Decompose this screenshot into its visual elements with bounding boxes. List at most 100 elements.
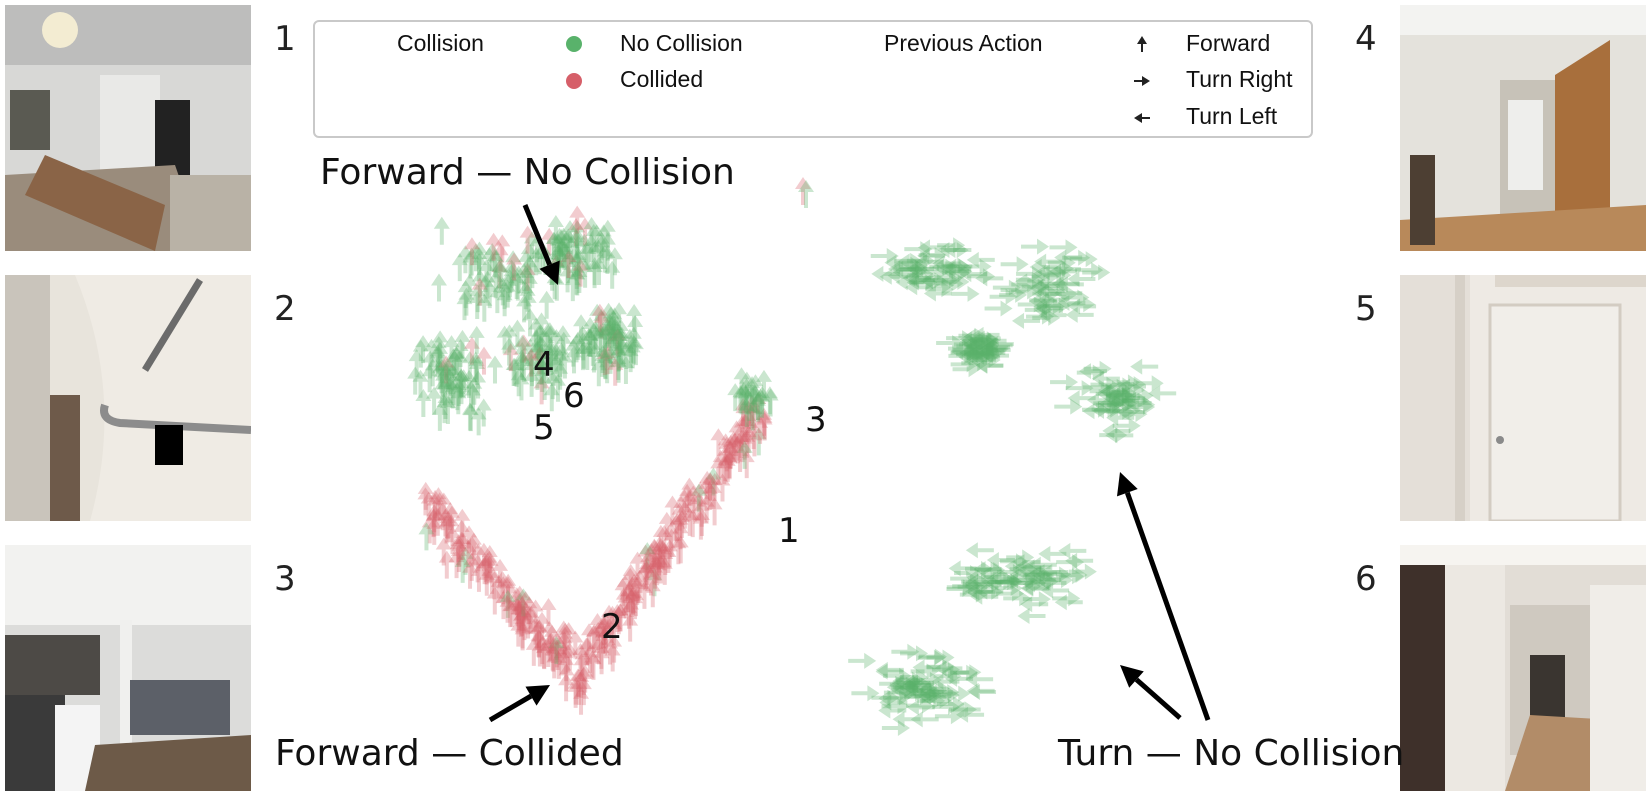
forward-point: [586, 257, 603, 286]
arrow-turn-right-cluster: [1116, 472, 1211, 721]
turn-point: [975, 343, 1004, 360]
turn-point: [936, 334, 965, 351]
turn-point: [879, 268, 908, 285]
turn-point: [886, 679, 915, 696]
forward-point: [521, 596, 538, 625]
turn-point: [1106, 403, 1135, 420]
arrow-forward-collided: [488, 685, 550, 723]
turn-point: [899, 685, 928, 702]
forward-point: [437, 508, 454, 537]
forward-point: [508, 270, 525, 299]
turn-point: [1117, 390, 1146, 407]
forward-point: [443, 514, 460, 543]
forward-point: [566, 345, 583, 374]
forward-point: [430, 487, 447, 516]
turn-point: [953, 664, 982, 681]
turn-point: [898, 259, 927, 276]
forward-point: [604, 332, 621, 361]
turn-point: [905, 269, 934, 286]
forward-point: [535, 640, 552, 669]
turn-point: [1049, 263, 1078, 280]
forward-point: [514, 622, 531, 651]
turn-point: [918, 688, 947, 705]
forward-point: [717, 452, 734, 481]
turn-point: [957, 578, 986, 595]
forward-point: [631, 569, 648, 598]
turn-left-arrow-icon: [1134, 113, 1150, 123]
forward-point: [465, 532, 482, 561]
forward-point: [581, 644, 598, 673]
turn-point: [1108, 384, 1137, 401]
turn-point: [931, 684, 960, 701]
forward-point: [706, 472, 723, 501]
forward-point: [530, 620, 547, 649]
forward-point: [601, 313, 618, 342]
turn-point: [1127, 398, 1156, 415]
forward-point: [438, 550, 455, 579]
forward-point: [586, 241, 603, 270]
forward-point: [716, 456, 733, 485]
turn-point: [1117, 378, 1146, 395]
annotation-forward-no-collision: Forward — No Collision: [320, 152, 735, 193]
forward-point: [558, 663, 575, 692]
forward-point: [559, 264, 576, 293]
forward-arrow-icon: [1137, 36, 1147, 52]
turn-point: [1056, 554, 1085, 571]
forward-point: [595, 224, 612, 253]
turn-point: [1032, 309, 1061, 326]
forward-point: [515, 598, 532, 627]
turn-point: [889, 676, 918, 693]
forward-point: [668, 514, 685, 543]
turn-point: [970, 335, 999, 352]
turn-point: [932, 255, 961, 272]
turn-point: [891, 643, 920, 660]
forward-point: [440, 366, 457, 395]
forward-point: [461, 369, 478, 398]
turn-point: [895, 274, 924, 291]
forward-point: [476, 346, 493, 375]
forward-point: [522, 308, 539, 337]
forward-point: [542, 347, 559, 376]
turn-point: [941, 273, 970, 290]
forward-point: [621, 328, 638, 357]
turn-point: [929, 258, 958, 275]
turn-point: [1031, 278, 1060, 295]
forward-point: [468, 325, 485, 354]
forward-point: [481, 280, 498, 309]
forward-point: [560, 250, 577, 279]
forward-point: [561, 642, 578, 671]
forward-point: [454, 532, 471, 561]
turn-point: [965, 560, 994, 577]
forward-point: [546, 231, 563, 260]
turn-point: [921, 680, 950, 697]
turn-point: [931, 259, 960, 276]
forward-point: [461, 402, 478, 431]
forward-point: [582, 328, 599, 357]
forward-point: [627, 315, 644, 344]
forward-point: [575, 666, 592, 695]
forward-point: [417, 481, 434, 510]
turn-point: [881, 698, 910, 715]
turn-point: [875, 661, 904, 678]
turn-point: [895, 682, 924, 699]
forward-point: [433, 216, 450, 245]
forward-point: [639, 557, 656, 586]
forward-point: [584, 650, 601, 679]
turn-point: [1040, 564, 1069, 581]
forward-point: [650, 541, 667, 570]
forward-point: [702, 472, 719, 501]
forward-point: [612, 603, 629, 632]
turn-point: [966, 251, 995, 268]
forward-point: [646, 556, 663, 585]
turn-point: [1105, 388, 1134, 405]
forward-point: [514, 620, 531, 649]
forward-point: [460, 539, 477, 568]
turn-point: [1110, 393, 1139, 410]
turn-point: [971, 332, 1000, 349]
turn-point: [940, 263, 969, 280]
forward-point: [580, 241, 597, 270]
forward-point: [423, 338, 440, 367]
turn-point: [970, 335, 999, 352]
forward-point: [570, 247, 587, 276]
forward-point: [570, 668, 587, 697]
